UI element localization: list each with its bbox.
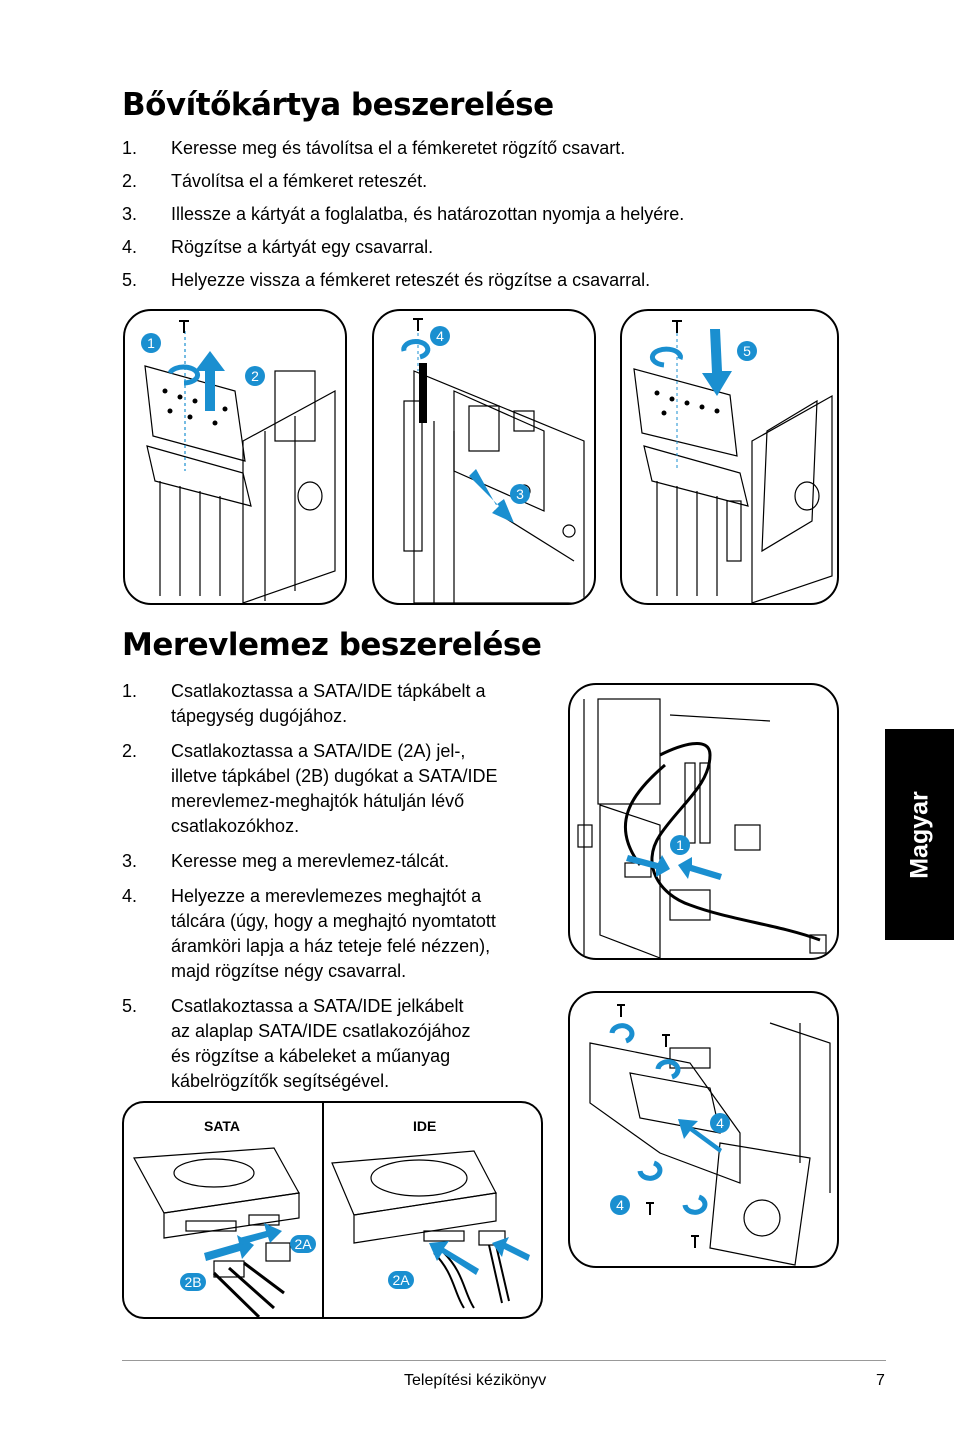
hard-disk-steps: 1. Csatlakoztassa a SATA/IDE tápkábelt a…	[122, 679, 542, 1094]
expansion-card-steps: 1.Keresse meg és távolítsa el a fémkeret…	[122, 136, 822, 293]
svg-text:2A: 2A	[392, 1272, 410, 1288]
step-badge-4: 4	[710, 1113, 730, 1133]
connector-illustration: SATA IDE 2A 2B 2A	[133, 1103, 530, 1317]
step-item: 4. Helyezze a merevlemezes meghajtót a t…	[122, 886, 496, 981]
svg-text:2A: 2A	[294, 1236, 312, 1252]
language-tab: Magyar	[885, 729, 954, 940]
svg-text:1: 1	[676, 837, 684, 853]
footer-divider	[122, 1360, 886, 1361]
figure-drive-tray: 4 4	[568, 991, 839, 1268]
step-item: 3. Keresse meg a merevlemez-tálcát.	[122, 851, 450, 871]
bracket-removal-illustration: 1 2	[141, 320, 336, 603]
card-insertion-illustration: 4 3	[401, 318, 585, 603]
step-item: 2. Csatlakoztassa a SATA/IDE (2A) jel-, …	[122, 741, 498, 836]
bracket-replacement-illustration: 5	[633, 320, 833, 603]
step-badge-2: 2	[245, 366, 265, 386]
figure-remove-bracket: 1 2	[123, 309, 347, 605]
step-item: 2.Távolítsa el a fémkeret reteszét.	[122, 171, 428, 191]
figure-sata-ide-connectors: SATA IDE 2A 2B 2A	[122, 1101, 543, 1319]
svg-text:2B: 2B	[184, 1274, 201, 1290]
step-item: 1. Csatlakoztassa a SATA/IDE tápkábelt a…	[122, 681, 486, 726]
svg-text:5: 5	[743, 343, 751, 359]
svg-text:3: 3	[516, 486, 524, 502]
svg-text:1: 1	[147, 335, 155, 351]
step-badge-4: 4	[610, 1195, 630, 1215]
step-badge-4: 4	[430, 326, 450, 346]
step-badge-1: 1	[141, 333, 161, 353]
svg-text:4: 4	[716, 1115, 724, 1131]
step-item: 5. Csatlakoztassa a SATA/IDE jelkábelt a…	[122, 996, 471, 1091]
step-item: 4.Rögzítse a kártyát egy csavarral.	[122, 237, 434, 257]
step-item: 5.Helyezze vissza a fémkeret reteszét és…	[122, 270, 651, 290]
sata-label: SATA	[204, 1118, 240, 1134]
step-badge-5: 5	[737, 341, 757, 361]
section-title-hard-disk: Merevlemez beszerelése	[122, 627, 542, 663]
step-badge-3: 3	[510, 484, 530, 504]
drive-tray-illustration: 4 4	[589, 1004, 831, 1266]
page-number: 7	[876, 1372, 885, 1389]
figure-replace-bracket: 5	[620, 309, 839, 605]
language-tab-label: Magyar	[905, 790, 933, 879]
svg-text:4: 4	[616, 1197, 624, 1213]
step-item: 1.Keresse meg és távolítsa el a fémkeret…	[122, 138, 626, 158]
svg-text:2: 2	[251, 368, 259, 384]
power-cable-illustration: 1	[577, 698, 827, 958]
badge-2a: 2A	[290, 1235, 316, 1253]
badge-2a: 2A	[388, 1271, 414, 1289]
figure-power-cable: 1	[568, 683, 839, 960]
section-title-expansion-card: Bővítőkártya beszerelése	[122, 87, 554, 123]
step-badge-1: 1	[670, 835, 690, 855]
ide-label: IDE	[413, 1118, 436, 1134]
footer-title: Telepítési kézikönyv	[404, 1372, 547, 1389]
figure-insert-card: 4 3	[372, 309, 596, 605]
step-item: 3.Illessze a kártyát a foglalatba, és ha…	[122, 204, 685, 224]
badge-2b: 2B	[180, 1273, 206, 1291]
svg-text:4: 4	[436, 328, 444, 344]
